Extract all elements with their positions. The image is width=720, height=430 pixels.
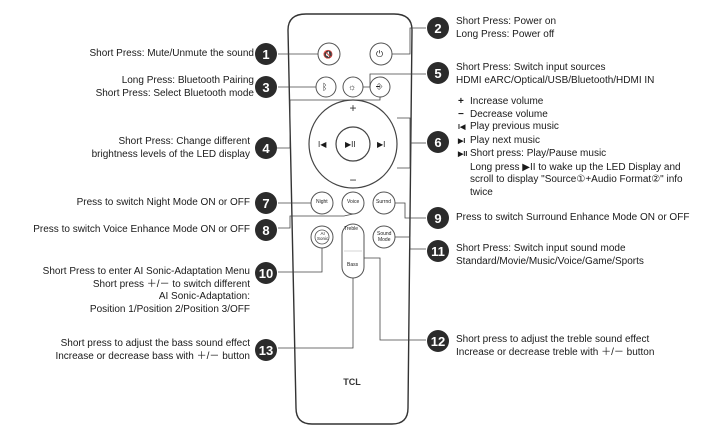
callout-5-badge: 5 (427, 62, 449, 84)
callout-13-badge: 13 (255, 339, 277, 361)
callout-1-text: Short Press: Mute/Unmute the sound (89, 48, 254, 59)
callout-12-text: Short press to adjust the treble sound e… (456, 334, 655, 358)
play-pause-icon[interactable]: ▶II (345, 140, 356, 149)
callout-13-text: Short press to adjust the bass sound eff… (55, 338, 250, 362)
surround-label[interactable]: Surrnd (376, 199, 392, 205)
callout-12-badge: 12 (427, 330, 449, 352)
callout-7-text: Press to switch Night Mode ON or OFF (76, 197, 250, 208)
callout-7-badge: 7 (255, 192, 277, 214)
mute-icon[interactable]: 🔇 (323, 50, 333, 59)
callout-6-badge: 6 (427, 131, 449, 153)
night-label[interactable]: Night (316, 199, 328, 205)
plus-icon: + (458, 96, 464, 107)
power-icon[interactable]: ⏻ (376, 49, 384, 59)
bulb-icon[interactable]: ☼ (348, 82, 357, 92)
callout-10-text: Short Press to enter AI Sonic-Adaptation… (42, 266, 250, 315)
ai-sonic-label[interactable]: AI Sonic (317, 231, 329, 241)
brand-logo: TCL (343, 377, 361, 387)
callout-9-text: Press to switch Surround Enhance Mode ON… (456, 212, 690, 223)
bluetooth-icon[interactable]: ᛒ (322, 82, 328, 92)
next-icon[interactable]: ▶I (377, 140, 386, 149)
source-icon[interactable]: ⎆ (376, 82, 383, 91)
sound-mode-label[interactable]: Sound Mode (377, 231, 392, 243)
volume-down-icon: − (349, 173, 356, 187)
remote-body (287, 13, 413, 425)
callout-10-badge: 10 (255, 262, 277, 284)
callout-6-text: +Increase volume −Decrease volume I◀Play… (458, 96, 683, 198)
callout-11-badge: 11 (427, 240, 449, 262)
callout-9-badge: 9 (427, 207, 449, 229)
voice-label[interactable]: Voice (347, 199, 360, 205)
callout-8-badge: 8 (255, 219, 277, 241)
prev-icon: I◀ (458, 124, 466, 131)
playpause-icon: ▶II (458, 151, 468, 158)
previous-icon[interactable]: I◀ (318, 140, 327, 149)
callout-8-text: Press to switch Voice Enhance Mode ON or… (33, 224, 250, 235)
bass-label[interactable]: Bass (347, 262, 359, 268)
minus-icon: − (458, 108, 464, 120)
callout-1-badge: 1 (255, 43, 277, 65)
play-pause-button (335, 126, 371, 162)
callout-3-badge: 3 (255, 76, 277, 98)
volume-up-icon: + (349, 101, 356, 115)
callout-4-badge: 4 (255, 137, 277, 159)
treble-label[interactable]: Treble (344, 226, 358, 232)
callout-2-badge: 2 (427, 17, 449, 39)
next-icon: ▶I (458, 137, 466, 145)
